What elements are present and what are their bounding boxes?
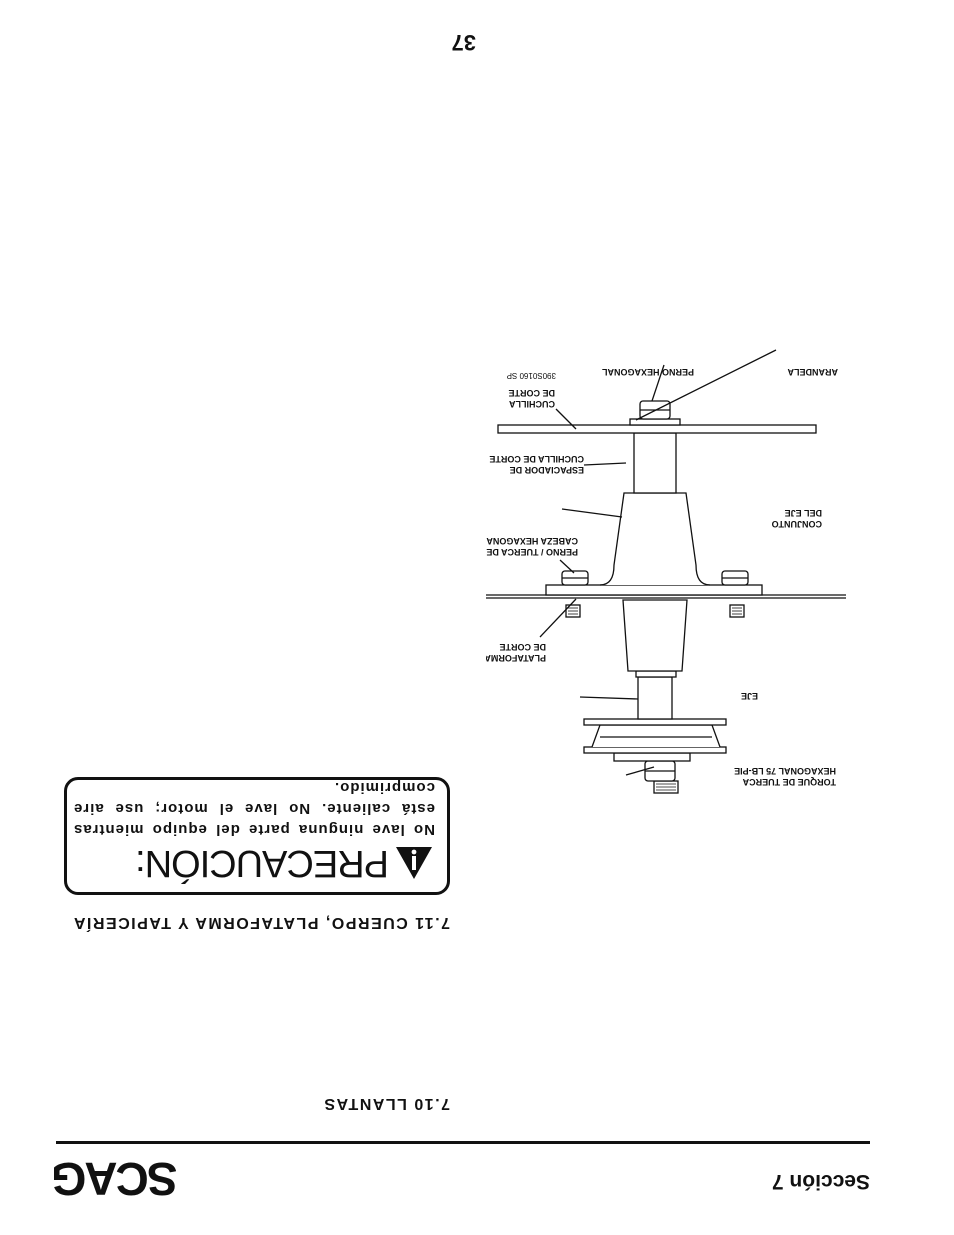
label-deck-2: DE CORTE bbox=[499, 642, 546, 652]
label-hex-bolt: PERNO HEXAGONAL bbox=[601, 367, 694, 377]
scag-logo: SCAG bbox=[54, 1157, 176, 1203]
caution-title: PRECAUCIÓN: bbox=[136, 842, 389, 884]
label-deck-1: PLATAFORMA bbox=[486, 653, 546, 663]
caution-box: PRECAUCIÓN: No lave ninguna parte del eq… bbox=[64, 777, 450, 895]
label-torque-1: TORQUE DE TUERCA bbox=[742, 777, 836, 787]
svg-text:SCAG: SCAG bbox=[54, 1157, 176, 1203]
spindle-housing-upper bbox=[599, 492, 711, 586]
label-spacer-2: CUCHILLA DE CORTE bbox=[489, 454, 584, 464]
label-spindle-assembly-2: DEL EJE bbox=[785, 508, 822, 518]
blade-spacer bbox=[633, 432, 677, 494]
label-torque-2: HEXAGONAL 75 LB-PIE bbox=[734, 766, 836, 776]
pulley-flange bbox=[583, 746, 727, 754]
label-blade-2: DE CORTE bbox=[508, 388, 555, 398]
header-divider bbox=[56, 1141, 870, 1144]
label-shaft: EJE bbox=[741, 691, 758, 701]
shaft bbox=[637, 676, 673, 720]
label-washer: ARANDELA bbox=[787, 367, 838, 377]
spindle-assembly-diagram: ARANDELA PERNO HEXAGONAL 390S0160 SP CUC… bbox=[486, 349, 846, 794]
section-title: Sección 7 bbox=[771, 1170, 870, 1193]
label-spacer-1: ESPACIADOR DE bbox=[510, 465, 584, 475]
pulley-groove bbox=[591, 724, 721, 748]
part-number: 390S0160 SP bbox=[507, 371, 556, 380]
pulley-hub bbox=[613, 752, 691, 762]
page-number: 37 bbox=[451, 30, 476, 55]
housing-flange bbox=[545, 584, 763, 596]
label-blade-1: CUCHILLA bbox=[509, 399, 555, 409]
spindle-housing-lower bbox=[622, 599, 688, 672]
label-spindle-assembly-1: CONJUNTO bbox=[772, 519, 822, 529]
label-bolt-nut-2: CABEZA HEXAGONAL bbox=[486, 536, 578, 546]
warning-triangle-icon bbox=[396, 847, 432, 879]
label-bolt-nut-1: PERNO / TUERCA DE bbox=[486, 547, 578, 557]
heading-body-deck-upholstery: 7.11 CUERPO, PLATAFORMA Y TAPICERÍA bbox=[72, 914, 450, 931]
heading-tires: 7.10 LLANTAS bbox=[322, 1095, 450, 1112]
caution-body: No lave ninguna parte del equipo mientra… bbox=[73, 779, 435, 838]
cutting-blade bbox=[497, 424, 817, 434]
